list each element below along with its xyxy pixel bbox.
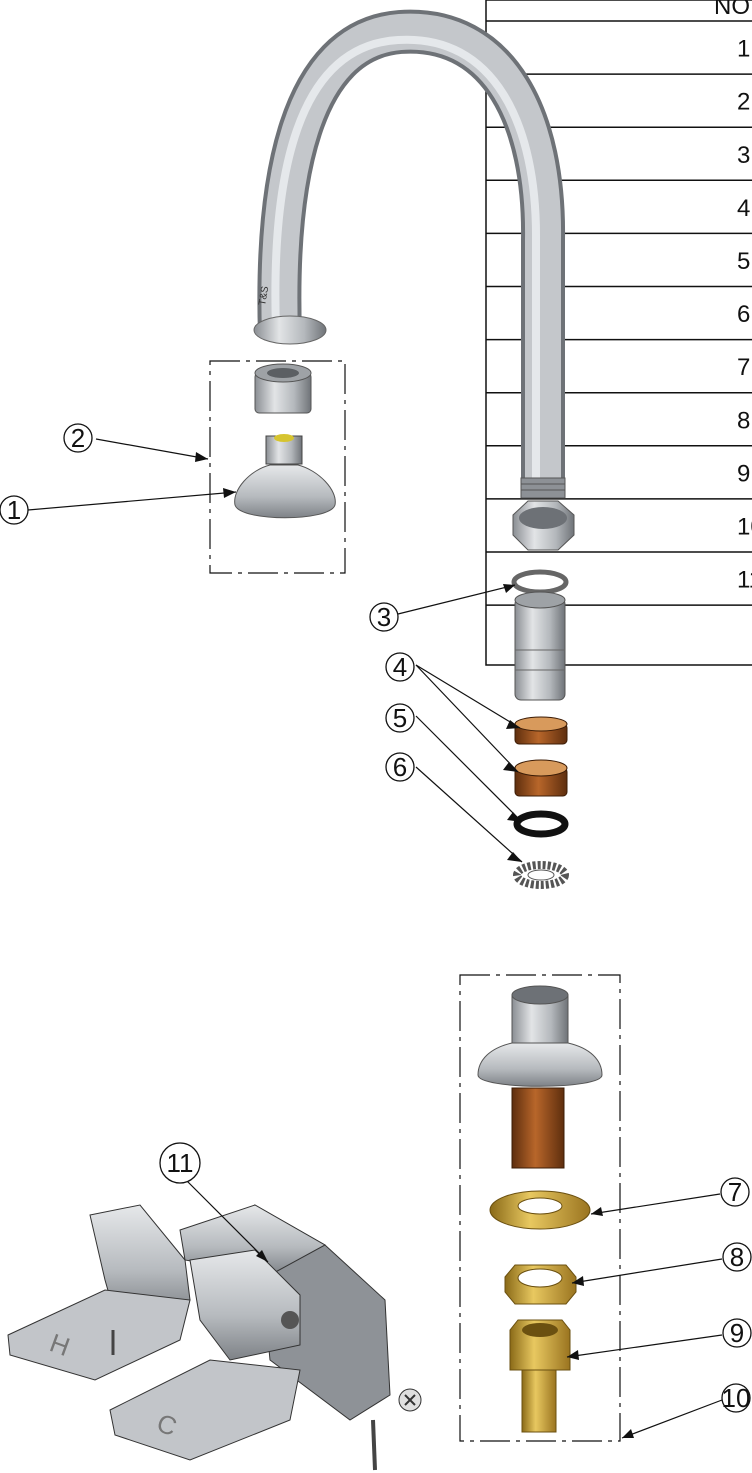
parts-table-row-number: 5 [737, 248, 750, 275]
svg-text:9: 9 [730, 1318, 744, 1348]
svg-text:T&S: T&S [257, 285, 271, 306]
leader-lines [27, 438, 723, 1439]
parts-table-row-number: 1 [737, 36, 750, 63]
svg-text:6: 6 [393, 752, 407, 782]
callout-7: 7 [720, 1177, 750, 1207]
svg-text:7: 7 [728, 1177, 742, 1207]
parts-table-row-number: 10 [737, 513, 752, 540]
callout-10: 10 [721, 1383, 751, 1413]
svg-text:11: 11 [167, 1148, 194, 1178]
part-3-washer [511, 569, 569, 595]
callout-3: 3 [369, 602, 399, 632]
part-4-bronze-rings [514, 716, 568, 797]
callout-8: 8 [722, 1242, 752, 1272]
parts-table-row-number: 4 [737, 195, 750, 222]
part-2-aerator [254, 363, 312, 414]
callout-6: 6 [385, 752, 415, 782]
callout-9: 9 [722, 1318, 752, 1348]
svg-text:10: 10 [722, 1383, 751, 1413]
part-5-o-ring [513, 810, 569, 838]
parts-table-row-number: 2 [737, 89, 750, 116]
parts-table-header: NO [714, 0, 750, 20]
part-8-hex-nut [504, 1264, 577, 1305]
svg-text:8: 8 [730, 1242, 744, 1272]
part-7-brass-washer [489, 1190, 591, 1230]
part-6-lock-washer [513, 861, 569, 889]
callout-5: 5 [385, 703, 415, 733]
callout-2: 2 [63, 423, 93, 453]
parts-table-row-number: 7 [737, 354, 750, 381]
part-coupling-nut [512, 500, 575, 551]
gooseneck-spout: T&S [253, 9, 566, 499]
part-tailpiece [514, 591, 566, 701]
parts-table-row-number: 9 [737, 460, 750, 487]
callout-4: 4 [385, 652, 415, 682]
svg-text:5: 5 [393, 703, 407, 733]
part-9-adapter [509, 1319, 571, 1433]
part-shank-flange [477, 985, 603, 1169]
assembly-box-outlet [209, 360, 346, 574]
parts-table-row-number: 8 [737, 407, 750, 434]
parts-table-row-number: 3 [737, 142, 750, 169]
parts-table-row-number: 11 [737, 567, 752, 594]
leader-arrowheads [195, 452, 634, 1438]
part-1-flange [234, 434, 336, 519]
assembly-box-shank [459, 974, 621, 1442]
svg-text:3: 3 [377, 602, 391, 632]
svg-text:1: 1 [7, 495, 21, 525]
parts-table-frame [485, 0, 752, 666]
part-11-pedal-valve: H C [7, 1204, 422, 1471]
callout-1: 1 [0, 495, 29, 525]
svg-text:4: 4 [393, 652, 407, 682]
svg-text:2: 2 [71, 423, 85, 453]
parts-table-row-number: 6 [737, 301, 750, 328]
callout-11: 11 [159, 1142, 201, 1184]
callouts: 1 2 3 4 5 6 7 8 [0, 423, 752, 1413]
parts-table: NO 1 2 3 4 5 6 7 8 9 10 11 [485, 0, 752, 666]
